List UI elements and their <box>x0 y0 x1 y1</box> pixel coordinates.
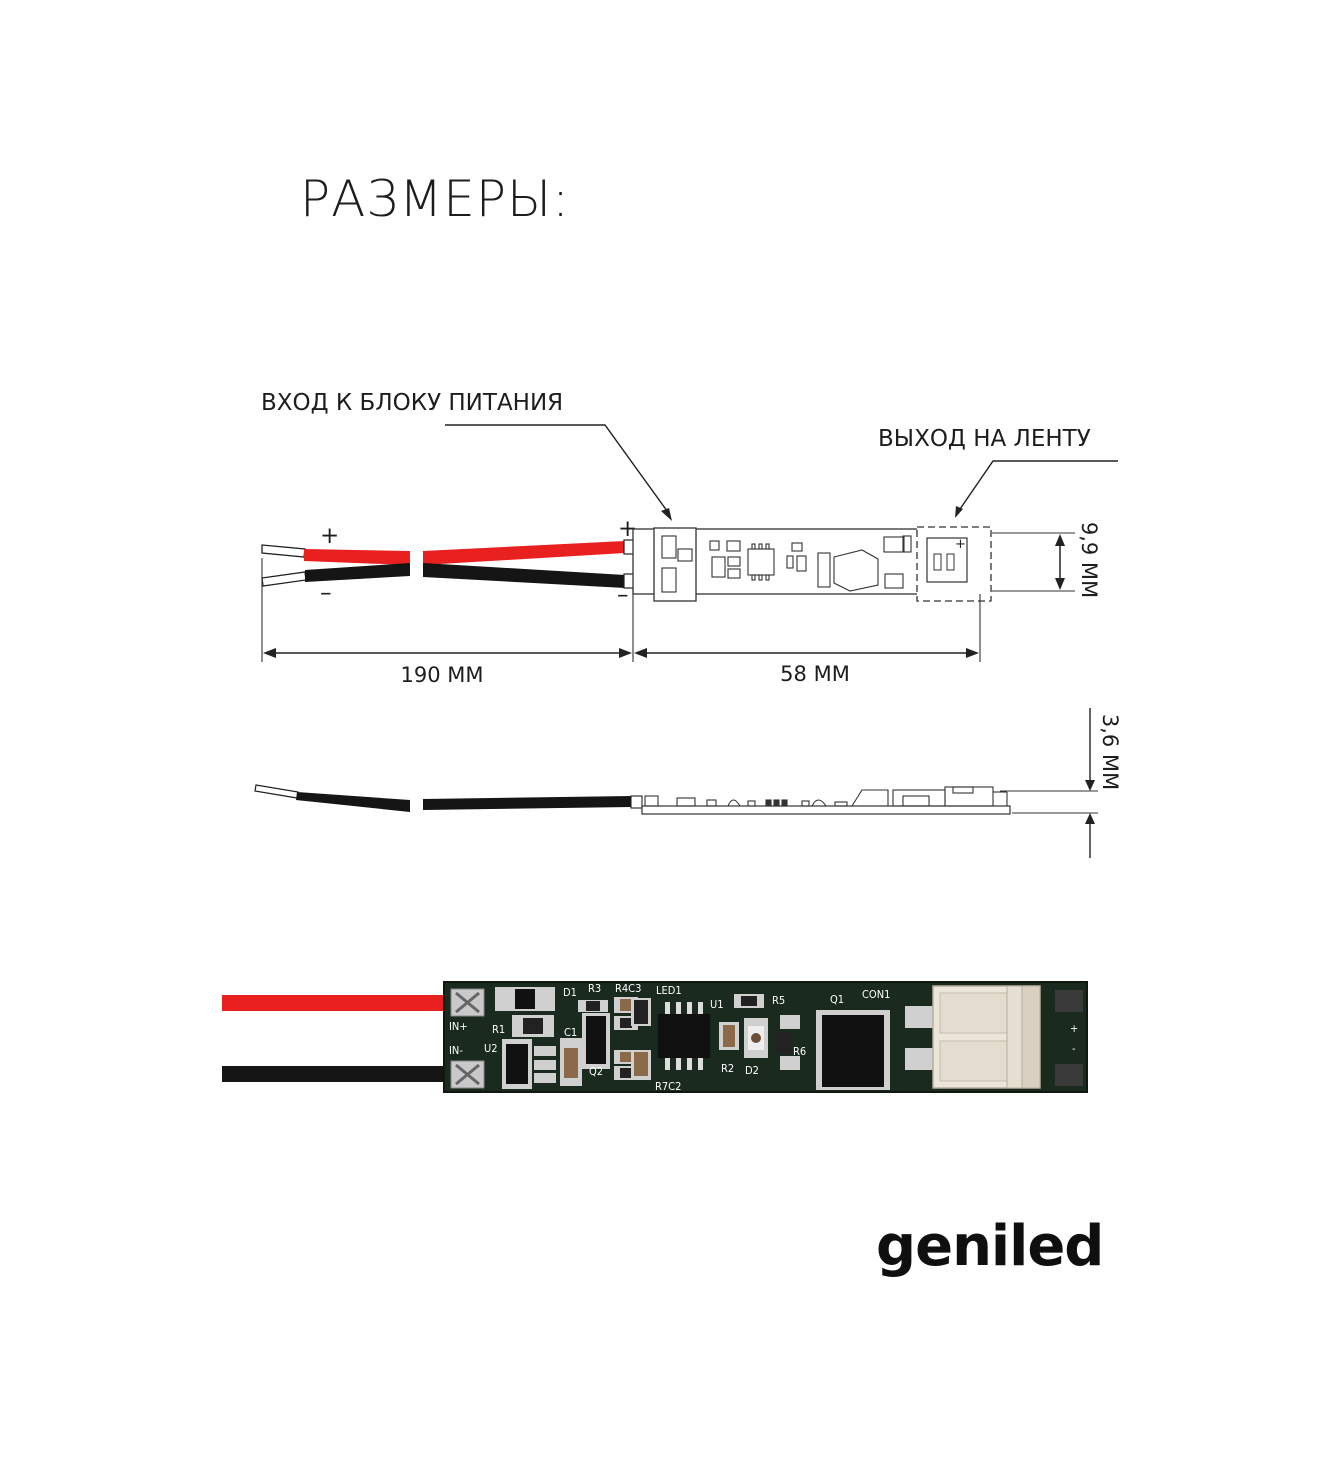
silk-u1: U1 <box>710 998 724 1011</box>
input-leader-line <box>445 424 671 516</box>
height-arrow-top <box>1085 780 1095 791</box>
silk-r2: R2 <box>721 1062 734 1075</box>
silk-in-plus: IN+ <box>449 1020 468 1033</box>
input-terminal-block <box>653 527 697 602</box>
board-width-label: 9,9 ММ <box>1077 522 1101 598</box>
red-wire-left <box>304 549 410 565</box>
input-label: ВХОД К БЛОКУ ПИТАНИЯ <box>261 390 563 416</box>
width-arrow-top <box>1055 534 1065 546</box>
output-socket-pin-1 <box>933 553 942 571</box>
side-board-outline <box>641 805 1011 815</box>
photo-black-wire <box>222 1066 450 1082</box>
board-minus-sign: – <box>617 582 629 608</box>
silk-led1: LED1 <box>656 984 682 997</box>
cable-length-label: 190 ММ <box>401 663 484 687</box>
input-pad-2 <box>661 567 677 593</box>
red-wire-stripped-end <box>261 544 306 558</box>
side-view-components <box>644 786 1008 807</box>
output-socket-pin-2 <box>946 553 955 571</box>
wire-plus-sign: + <box>320 523 339 549</box>
silk-c1: C1 <box>564 1026 577 1039</box>
width-arrow-bottom <box>1055 578 1065 590</box>
silk-con1: CON1 <box>862 988 890 1001</box>
height-arrow-bottom <box>1085 813 1095 824</box>
board-length-label: 58 ММ <box>780 662 850 686</box>
in-plus-solder <box>455 991 480 1014</box>
board-arrow-right <box>966 648 979 658</box>
silk-d1: D1 <box>563 986 577 999</box>
black-wire-stripped-end <box>261 571 307 587</box>
cable-arrow-left <box>263 648 276 658</box>
silk-r4c3: R4C3 <box>615 982 641 995</box>
silk-in-minus: IN- <box>449 1044 463 1057</box>
photo-red-wire <box>222 995 450 1011</box>
brand-logo: geniled <box>876 1214 1104 1279</box>
output-label: ВЫХОД НА ЛЕНТУ <box>878 426 1091 452</box>
board-height-label: 3,6 ММ <box>1098 714 1122 790</box>
black-wire-right <box>423 563 625 588</box>
black-wire-left <box>305 563 410 582</box>
resistor-outline <box>677 548 693 562</box>
board-arrow-left <box>634 648 647 658</box>
cable-arrow-right <box>619 648 632 658</box>
silk-r1: R1 <box>492 1023 505 1036</box>
silk-r7c2: R7C2 <box>655 1080 681 1093</box>
red-wire-right <box>423 541 625 565</box>
silk-r3: R3 <box>588 982 601 995</box>
silk-out-plus: + <box>1070 1022 1078 1035</box>
side-wire-stripped-end <box>254 784 299 799</box>
side-wire-left <box>296 792 410 812</box>
side-wire-tip <box>630 795 643 809</box>
output-leader-line <box>957 460 1118 513</box>
output-socket <box>926 537 968 583</box>
silk-d2: D2 <box>745 1064 759 1077</box>
output-leader-arrow <box>955 506 963 518</box>
silk-q2: Q2 <box>589 1065 603 1078</box>
input-leader-arrow <box>661 508 672 521</box>
side-wire-right <box>423 796 632 810</box>
silk-r6: R6 <box>793 1045 806 1058</box>
pcb-components <box>495 985 1083 1090</box>
silk-u2: U2 <box>484 1042 498 1055</box>
silk-q1: Q1 <box>830 993 844 1006</box>
output-plus-sign: + <box>955 537 966 552</box>
input-pad-1 <box>661 535 677 559</box>
silk-r5: R5 <box>772 994 785 1007</box>
page-title: РАЗМЕРЫ: <box>300 170 571 228</box>
top-view-components <box>709 535 912 592</box>
in-minus-solder <box>455 1063 480 1086</box>
silk-out-minus: - <box>1072 1042 1076 1055</box>
wire-minus-sign: – <box>320 580 332 606</box>
